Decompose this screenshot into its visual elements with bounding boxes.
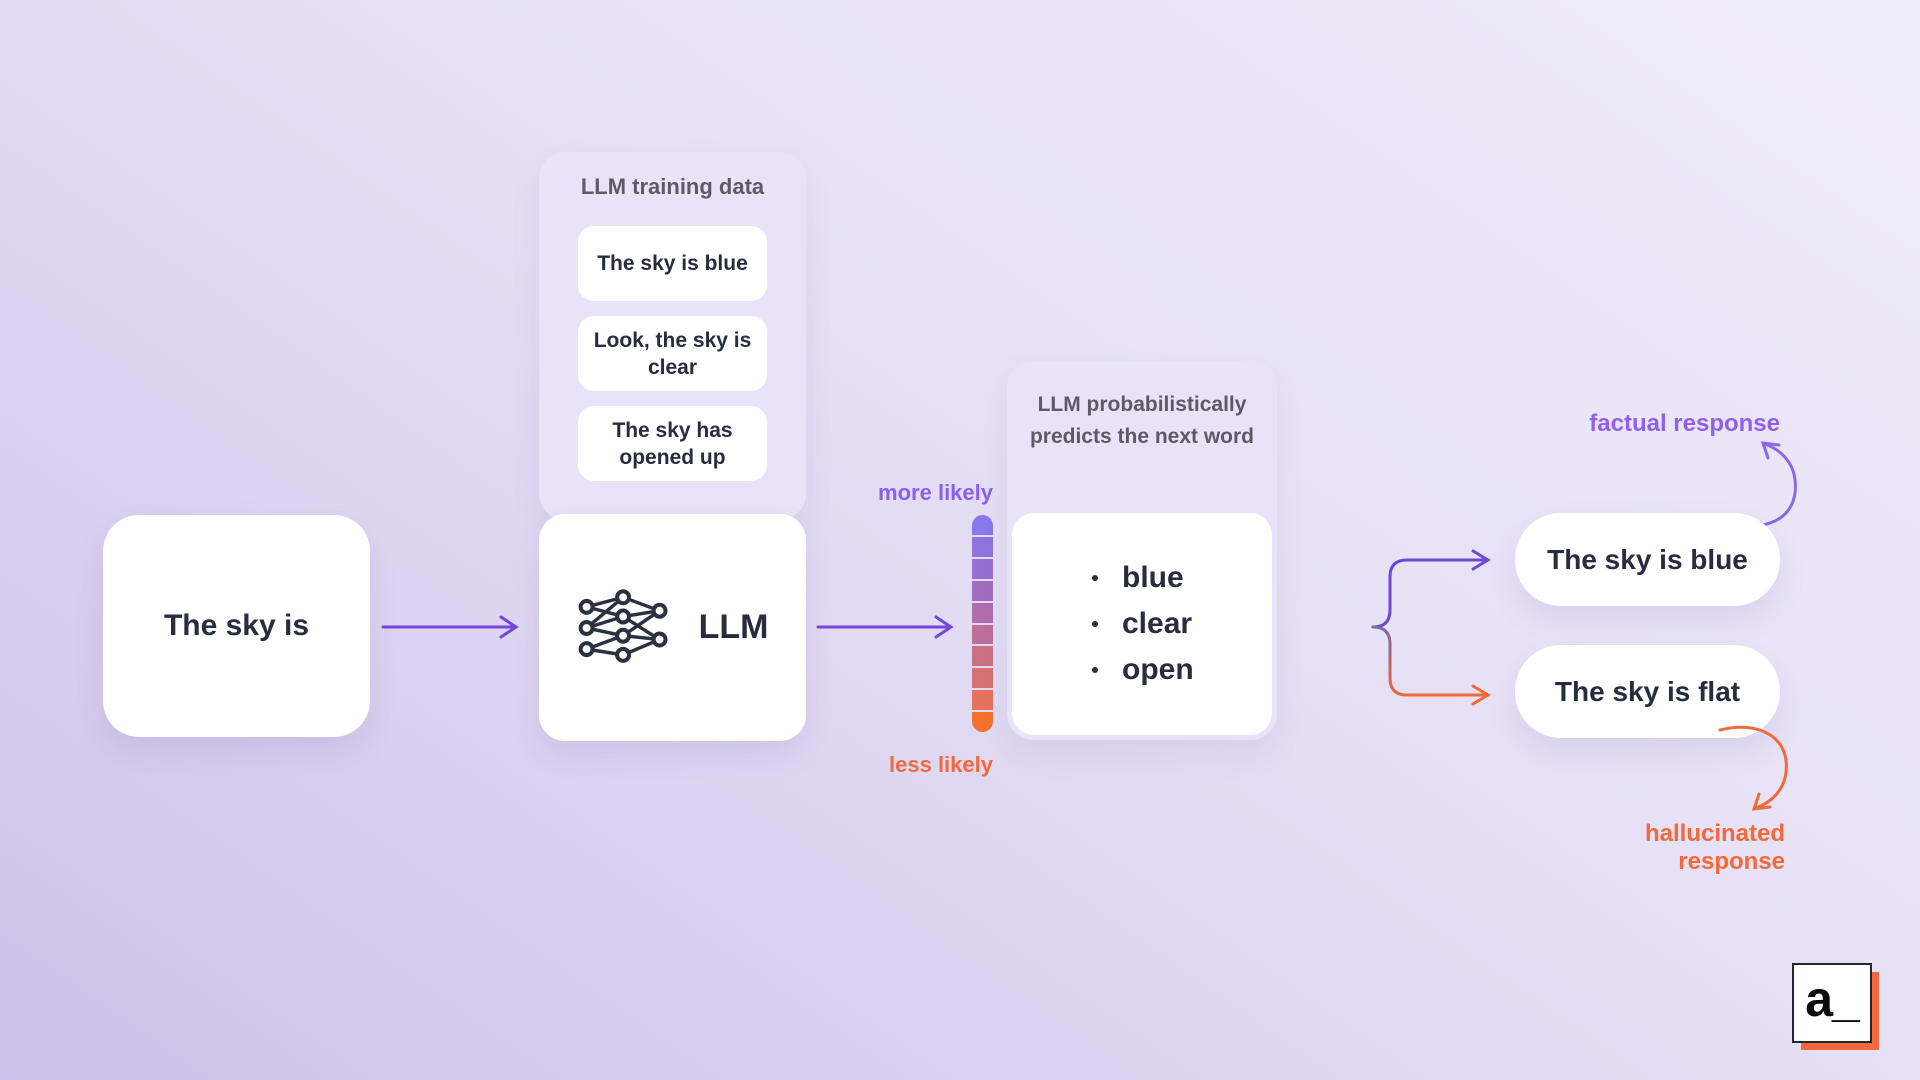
likelihood-gradient-bar [972, 515, 993, 733]
factual-response-box: The sky is blue [1515, 513, 1780, 606]
input-prompt-text: The sky is [163, 609, 310, 642]
hallucinated-response-label: hallucinated response [1644, 820, 1785, 875]
arrow-input-to-llm-icon [381, 615, 519, 639]
branch-connector-icon [1286, 549, 1491, 706]
llm-box: LLM [539, 514, 806, 741]
candidate-word-text: open [1122, 653, 1194, 686]
bar-segment [972, 712, 993, 733]
prediction-candidates-card: blue clear open [1012, 513, 1272, 735]
candidate-words-list: blue clear open [1012, 561, 1194, 687]
bullet-icon [1092, 621, 1098, 627]
bar-segment [972, 668, 993, 689]
more-likely-label: more likely [878, 480, 993, 505]
arrow-llm-to-bar-icon [816, 615, 954, 639]
bar-segment [972, 536, 993, 557]
bar-segment [972, 580, 993, 601]
bar-segment [972, 646, 993, 667]
bullet-icon [1092, 575, 1098, 581]
logo-wordmark: a_ [1805, 971, 1860, 1027]
candidate-word: blue [1092, 561, 1194, 595]
input-prompt-box: The sky is [103, 515, 370, 737]
training-data-title: LLM training data [580, 174, 765, 199]
bar-segment [972, 515, 993, 535]
training-examples-list: The sky is blue Look, the sky is clear T… [539, 226, 806, 481]
neural-network-icon [578, 588, 668, 663]
bar-segment [972, 624, 993, 645]
llm-label: LLM [698, 608, 769, 646]
less-likely-label: less likely [889, 752, 993, 777]
prediction-card-title: LLM probabilistically predicts the next … [1029, 393, 1255, 448]
factual-response-label: factual response [1589, 410, 1780, 437]
training-example-chip: The sky has opened up [578, 406, 767, 481]
hallucinated-response-box: The sky is flat [1515, 645, 1780, 738]
hallucinated-curved-arrow-icon [1718, 725, 1788, 811]
bar-segment [972, 558, 993, 579]
bullet-icon [1092, 667, 1098, 673]
prediction-card: LLM probabilistically predicts the next … [1007, 361, 1277, 740]
candidate-word-text: clear [1122, 607, 1193, 640]
candidate-word: clear [1092, 607, 1194, 641]
logo-front-square: a_ [1792, 963, 1872, 1043]
training-example-chip: Look, the sky is clear [578, 316, 767, 391]
candidate-word-text: blue [1122, 561, 1184, 594]
bar-segment [972, 602, 993, 623]
training-example-chip: The sky is blue [578, 226, 767, 301]
candidate-word: open [1092, 653, 1194, 687]
hallucinated-response-text: The sky is flat [1554, 675, 1741, 707]
brand-logo: a_ [1792, 963, 1882, 1053]
factual-response-text: The sky is blue [1547, 543, 1748, 575]
bar-segment [972, 690, 993, 711]
training-data-card: LLM training data The sky is blue Look, … [539, 152, 806, 520]
